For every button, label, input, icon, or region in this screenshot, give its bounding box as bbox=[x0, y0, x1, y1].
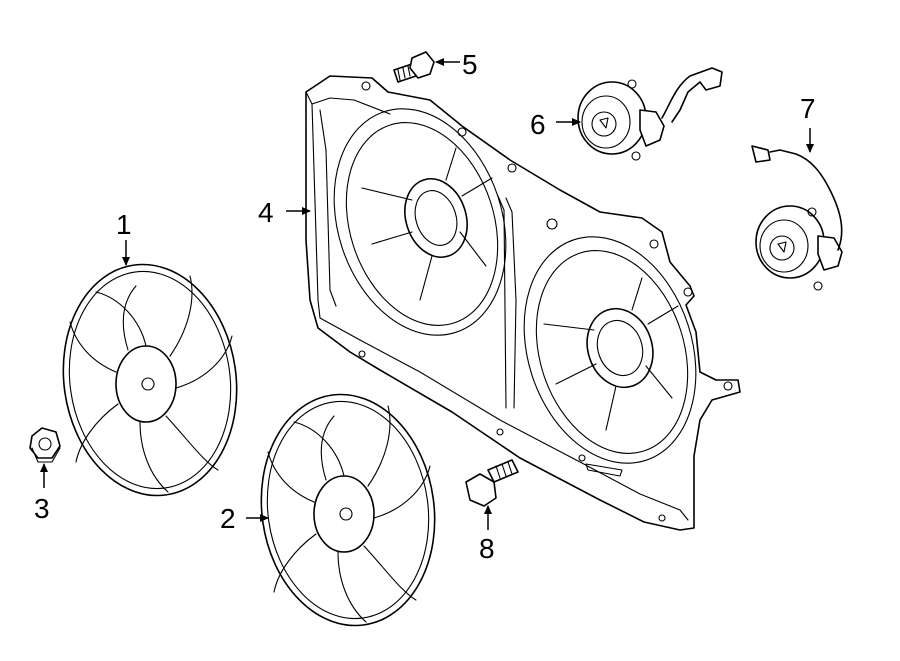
callout-8: 8 bbox=[479, 533, 495, 564]
callout-1: 1 bbox=[116, 209, 132, 240]
callout-5: 5 bbox=[462, 49, 478, 80]
callout-4: 4 bbox=[258, 197, 274, 228]
bolt-bottom bbox=[465, 459, 519, 507]
fan-motor-lower bbox=[751, 145, 843, 291]
callout-6: 6 bbox=[530, 109, 546, 140]
callout-2: 2 bbox=[220, 503, 236, 534]
bolt-top bbox=[393, 51, 435, 83]
fan-blade-right bbox=[260, 393, 436, 627]
leader-lines bbox=[40, 58, 814, 530]
fan-shroud bbox=[305, 75, 741, 531]
nut bbox=[29, 427, 61, 463]
fan-motor-upper bbox=[577, 67, 723, 161]
callout-7: 7 bbox=[800, 93, 816, 124]
callouts: 1 2 3 4 5 6 7 8 bbox=[34, 49, 816, 564]
fan-blade-left bbox=[62, 263, 238, 497]
callout-3: 3 bbox=[34, 493, 50, 524]
